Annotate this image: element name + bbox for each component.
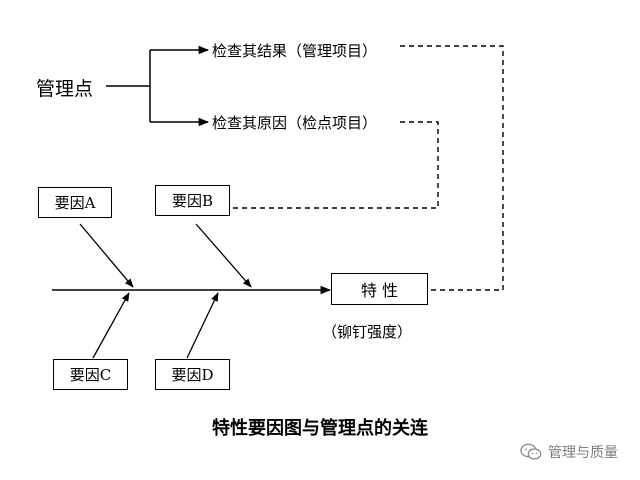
arrow-cause-a (79, 223, 134, 288)
cause-box-a: 要因A (38, 187, 112, 218)
dashed-link-cause-b (230, 121, 439, 209)
figure-caption: 特性要因图与管理点的关连 (212, 418, 428, 439)
cause-box-b: 要因B (155, 185, 230, 216)
arrow-cause-b (195, 223, 252, 288)
cause-check-label: 检查其原因（检点项目） (212, 114, 378, 132)
watermark-text: 管理与质量 (548, 445, 618, 461)
arrow-cause-c (92, 292, 130, 359)
characteristic-box: 特 性 (331, 273, 428, 305)
result-check-label: 检查其结果（管理项目） (212, 42, 378, 60)
characteristic-note: （铆钉强度） (322, 323, 413, 341)
wechat-icon (520, 443, 542, 460)
control-point-label: 管理点 (36, 78, 94, 100)
cause-box-d: 要因D (155, 359, 230, 390)
dashed-link-result-characteristic (400, 45, 504, 291)
arrow-cause-d (186, 292, 219, 359)
watermark: 管理与质量 (520, 442, 618, 462)
cause-box-c: 要因C (53, 359, 128, 390)
